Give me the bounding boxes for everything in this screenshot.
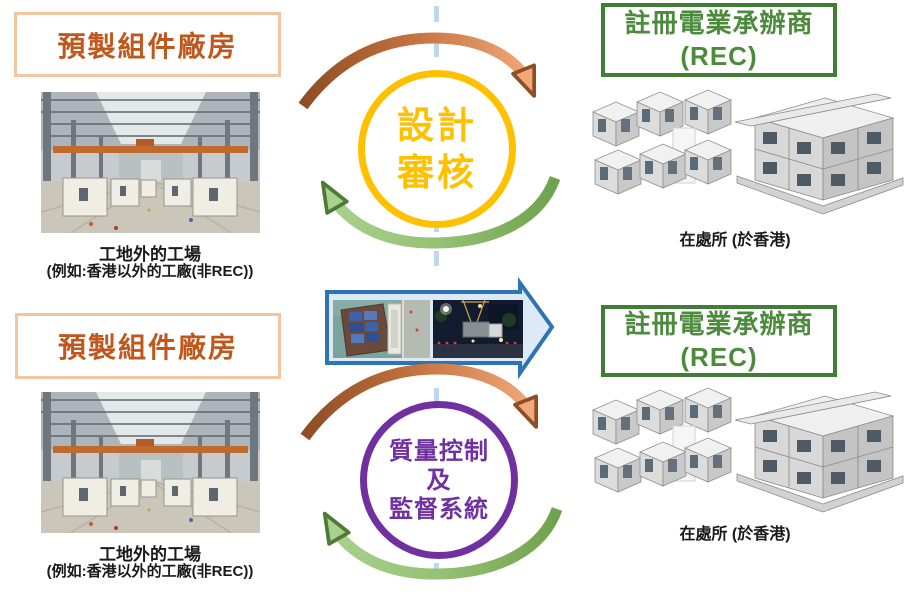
quality-control-circle: 質量控制 及 監督系統 (360, 401, 518, 559)
factory-box-bottom-label: 預製組件廠房 (57, 332, 238, 363)
quality-control-line2: 及 (426, 466, 452, 494)
site-caption-bottom: 在處所 (於香港) (679, 526, 791, 543)
design-review-circle: 設計 審核 (358, 70, 516, 228)
factory-photo-bottom (41, 392, 260, 533)
rec-box-bottom-subtitle: (REC) (680, 342, 758, 372)
rec-box-bottom: 註冊電業承辦商 (REC) (601, 305, 837, 377)
factory-box-top-label: 預製組件廠房 (57, 30, 238, 62)
rec-box-bottom-title: 註冊電業承辦商 (624, 309, 814, 339)
transport-arrow (325, 276, 555, 380)
rec-box-top-subtitle: (REC) (680, 41, 758, 71)
modular-units-render-top (585, 88, 905, 220)
design-review-cycle-arrows-icon (293, 28, 565, 256)
design-review-line1: 設計 (397, 105, 477, 146)
factory-caption-top-line1: 工地外的工場 (99, 245, 201, 264)
factory-photo-top (41, 92, 260, 233)
quality-control-line3: 監督系統 (389, 495, 489, 523)
quality-control-cycle-arrows-icon (295, 359, 567, 587)
factory-box-top: 預製組件廠房 (14, 12, 281, 77)
factory-caption-top-line2: (例如:香港以外的工廠(非REC)) (46, 263, 254, 280)
design-review-line2: 審核 (397, 152, 477, 193)
rec-box-top-title: 註冊電業承辦商 (624, 8, 814, 38)
factory-caption-bottom-line2: (例如:香港以外的工廠(非REC)) (46, 563, 254, 580)
modular-units-render-bottom (585, 386, 905, 518)
barge-photo (333, 300, 430, 358)
factory-caption-bottom-line1: 工地外的工場 (99, 545, 201, 564)
site-caption-top: 在處所 (於香港) (679, 232, 791, 249)
rec-box-top: 註冊電業承辦商 (REC) (601, 3, 837, 77)
night-transport-photo (433, 299, 523, 358)
quality-control-line1: 質量控制 (389, 437, 489, 465)
factory-box-bottom: 預製組件廠房 (15, 313, 281, 379)
